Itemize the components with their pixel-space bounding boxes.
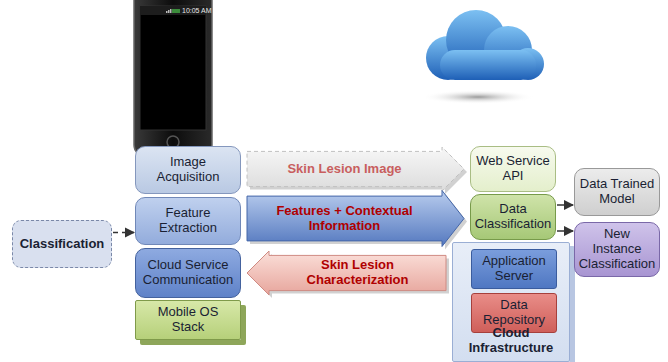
arrow-label: Features + Contextual Information	[253, 204, 436, 234]
node-text: Classification	[20, 237, 105, 252]
node-text: Image Acquisition	[140, 155, 236, 185]
node-text: Data Classification	[475, 202, 552, 232]
node-text: Cloud Service Communication	[140, 258, 236, 288]
cloud-icon	[422, 10, 544, 104]
arrow-label: Skin Lesion Image	[253, 162, 436, 177]
process-box: Data Classification	[470, 194, 556, 240]
node-text: Application Server	[476, 254, 552, 284]
model-box: Data Trained Model	[574, 168, 660, 216]
node-text: Mobile OS Stack	[140, 305, 236, 335]
smartphone	[134, 0, 212, 156]
process-box: Image Acquisition	[135, 146, 241, 194]
model-box: New Instance Classification	[574, 222, 660, 277]
process-box: Web Service API	[470, 146, 556, 192]
connector-arrow	[113, 232, 134, 234]
server-box: Application Server	[471, 249, 557, 289]
os-stack-block: Mobile OS Stack	[135, 300, 241, 340]
dashed-box: Classification	[12, 220, 112, 268]
node-text: Cloud Infrastructure	[453, 326, 569, 356]
infrastructure-band: Application ServerData RepositoryCloud I…	[452, 242, 570, 362]
node-text: Web Service API	[475, 154, 551, 184]
block-arrow	[247, 191, 464, 247]
node-text: Feature Extraction	[140, 206, 236, 236]
connector-arrow	[557, 204, 573, 206]
node-text: Data Trained Model	[579, 177, 655, 207]
block-arrow	[247, 251, 446, 295]
process-box: Cloud Service Communication	[135, 248, 241, 298]
block-arrow	[247, 147, 464, 191]
process-box: Feature Extraction	[135, 197, 241, 245]
node-text: Data Repository	[476, 298, 552, 328]
status-text: 10:05 AM	[182, 7, 212, 14]
node-text: New Instance Classification	[579, 227, 656, 272]
connector-arrow	[557, 230, 573, 232]
arrow-label: Skin Lesion Characterization	[275, 258, 440, 288]
